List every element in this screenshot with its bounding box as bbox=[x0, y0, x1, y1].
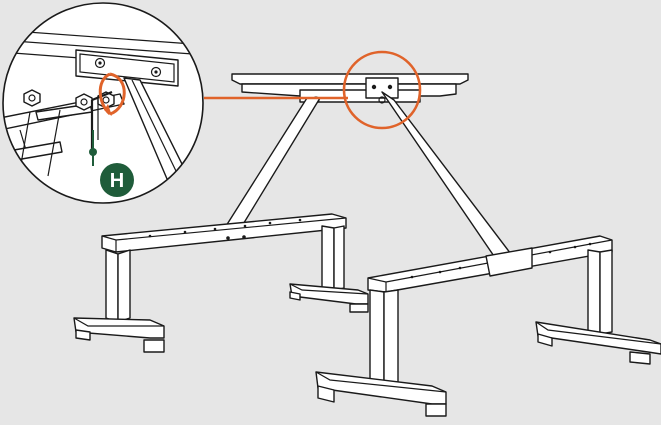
highlight-circle bbox=[342, 50, 422, 130]
diagonal-brace-right bbox=[381, 91, 515, 263]
rotation-arrow-icon bbox=[98, 72, 126, 116]
mounting-bracket bbox=[312, 77, 399, 104]
bolt-icon bbox=[75, 93, 93, 111]
callout-label-text: H bbox=[110, 170, 124, 192]
diagonal-brace-left bbox=[225, 97, 321, 227]
right-frame bbox=[315, 235, 661, 417]
callout-label-h: H bbox=[100, 163, 134, 197]
left-frame bbox=[73, 213, 369, 353]
bolt-icon bbox=[23, 89, 41, 107]
callout-connector bbox=[204, 50, 422, 130]
